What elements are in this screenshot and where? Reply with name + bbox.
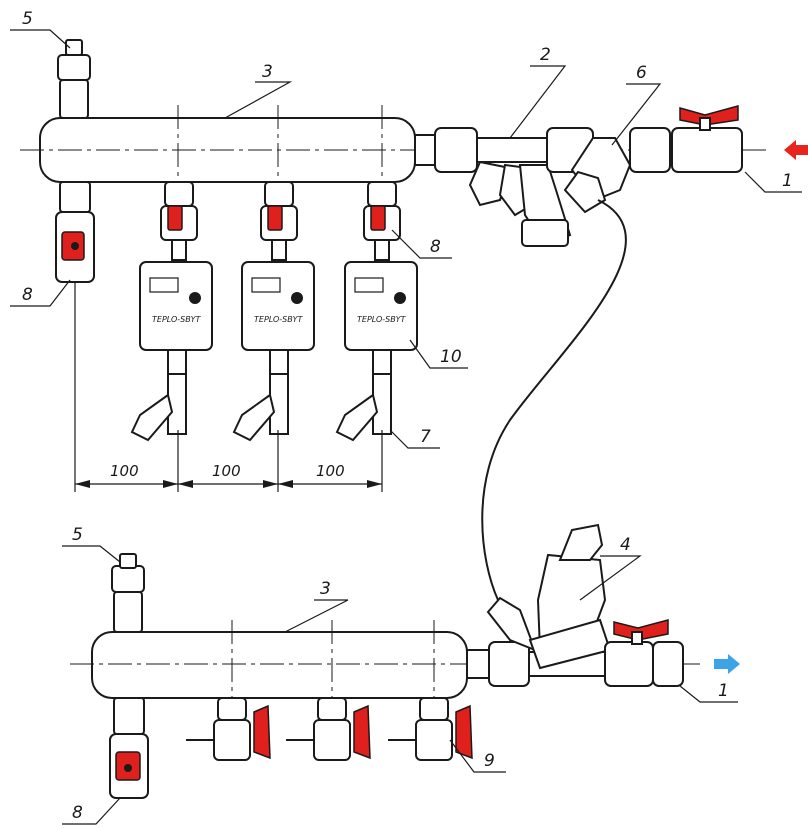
- return-drain-valve: [109, 697, 149, 799]
- label-air-vent-top: 5: [22, 9, 33, 29]
- label-outlet: 1: [718, 681, 729, 701]
- branch-1: [160, 181, 198, 261]
- meter-brand: TEPLO-SBYT: [152, 315, 201, 324]
- supply-assembly: TEPLO-SBYT TEPLO-SBYT TEPLO-SBYT: [20, 39, 808, 442]
- label-balancing-valve: 4: [620, 535, 631, 555]
- impulse-tube: [481, 199, 627, 601]
- return-air-vent: [111, 553, 145, 633]
- dimension-1: 100: [110, 462, 139, 480]
- label-strainer: 6: [636, 63, 647, 83]
- label-air-vent-bottom: 5: [72, 525, 83, 545]
- label-drain-valve-bottom: 8: [72, 803, 83, 823]
- label-return-manifold: 3: [320, 579, 331, 599]
- arrow-left-icon: [784, 140, 808, 160]
- return-assembly: [70, 523, 740, 799]
- supply-valve-handle: [679, 105, 739, 126]
- label-drain-valve-top: 8: [22, 285, 33, 305]
- dimension-chain: 100 100 100: [74, 282, 383, 492]
- label-pipe-2: 2: [540, 45, 551, 65]
- label-return-valve: 9: [484, 751, 495, 771]
- heat-meter-3: TEPLO-SBYT: [344, 261, 418, 375]
- callouts: 5 3 2 6 1 8 8 10 7 5 4 3 1: [10, 9, 802, 825]
- dimension-3: 100: [316, 462, 345, 480]
- branch-strainer-2: [232, 373, 289, 442]
- return-valve-handle: [613, 619, 669, 641]
- label-branch-strainer: 7: [420, 427, 431, 447]
- label-inlet: 1: [782, 171, 793, 191]
- return-valve-3: [388, 697, 473, 761]
- label-supply-manifold: 3: [262, 62, 273, 82]
- heat-meter-1: TEPLO-SBYT: [139, 261, 213, 375]
- dimension-2: 100: [212, 462, 241, 480]
- branch-2: [260, 181, 298, 261]
- meter-brand: TEPLO-SBYT: [254, 315, 303, 324]
- supply-inlet-piping: [414, 105, 743, 247]
- return-manifold: [91, 631, 468, 699]
- supply-drain-valve: [55, 181, 95, 283]
- branch-strainer-3: [335, 373, 392, 442]
- arrow-right-icon: [714, 654, 740, 674]
- balancing-valve: [466, 523, 684, 687]
- branch-strainer-1: [130, 373, 187, 442]
- label-heat-meter: 10: [440, 347, 462, 367]
- return-valve-1: [186, 697, 271, 761]
- branch-3: [363, 181, 401, 261]
- supply-air-vent: [57, 39, 91, 119]
- meter-brand: TEPLO-SBYT: [357, 315, 406, 324]
- label-branch-valve: 8: [430, 237, 441, 257]
- heat-meter-2: TEPLO-SBYT: [241, 261, 315, 375]
- return-valve-2: [286, 697, 371, 761]
